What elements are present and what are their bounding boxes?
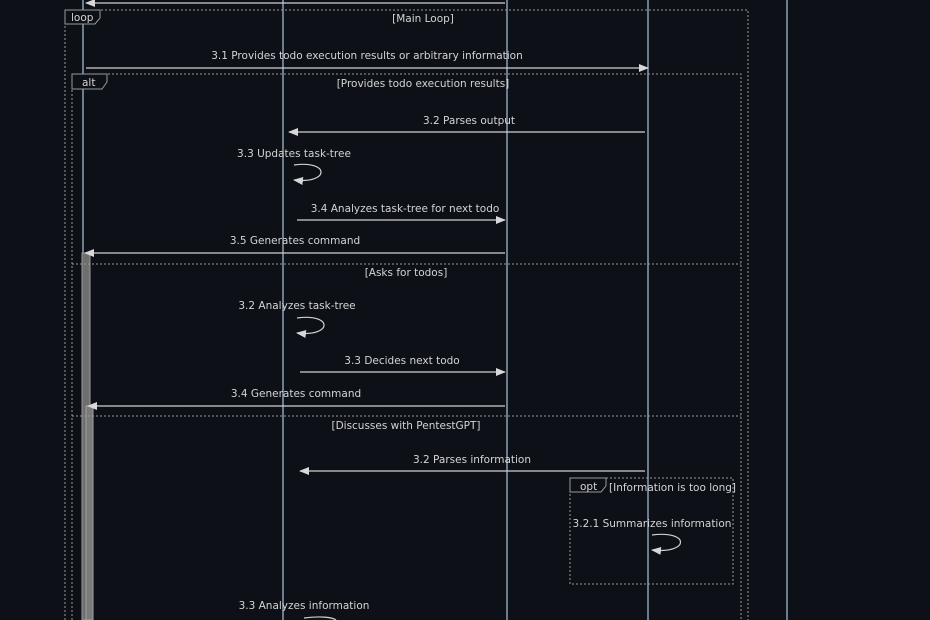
message-label: 3.4 Generates command bbox=[231, 388, 361, 400]
alt-tag bbox=[71, 73, 108, 90]
self-message-arrow bbox=[651, 533, 681, 555]
message-label: 3.2 Parses output bbox=[423, 115, 515, 127]
loop-frame bbox=[64, 9, 749, 620]
activation-bar-nested bbox=[85, 405, 94, 620]
self-message-arrow bbox=[296, 316, 325, 338]
opt-condition: [Information is too long] bbox=[609, 482, 736, 494]
message-label: 3.3 Decides next todo bbox=[344, 355, 459, 367]
loop-condition: [Main Loop] bbox=[392, 13, 454, 25]
message-label: 3.4 Analyzes task-tree for next todo bbox=[311, 203, 500, 215]
alt-branch-condition: [Asks for todos] bbox=[365, 267, 448, 279]
alt-keyword: alt bbox=[82, 77, 95, 89]
alt-branch-condition: [Provides todo execution results] bbox=[337, 78, 510, 90]
message-label: 3.2.1 Summarizes information bbox=[573, 518, 732, 530]
message-label: 3.1 Provides todo execution results or a… bbox=[211, 50, 523, 62]
self-message-arrow bbox=[303, 616, 337, 620]
message-label: 3.2 Analyzes task-tree bbox=[238, 300, 355, 312]
message-label: 3.2 Parses information bbox=[413, 454, 531, 466]
message-label: 3.3 Analyzes information bbox=[239, 600, 370, 612]
alt-branch-condition: [Discusses with PentestGPT] bbox=[331, 420, 480, 432]
opt-keyword: opt bbox=[580, 481, 597, 493]
opt-frame bbox=[569, 477, 734, 585]
loop-tag bbox=[64, 9, 101, 25]
self-message-arrow bbox=[293, 163, 322, 185]
message-label: 3.3 Updates task-tree bbox=[237, 148, 351, 160]
loop-keyword: loop bbox=[71, 12, 94, 24]
message-label: 3.5 Generates command bbox=[230, 235, 360, 247]
alt-frame bbox=[71, 73, 742, 620]
opt-tag bbox=[569, 477, 607, 493]
